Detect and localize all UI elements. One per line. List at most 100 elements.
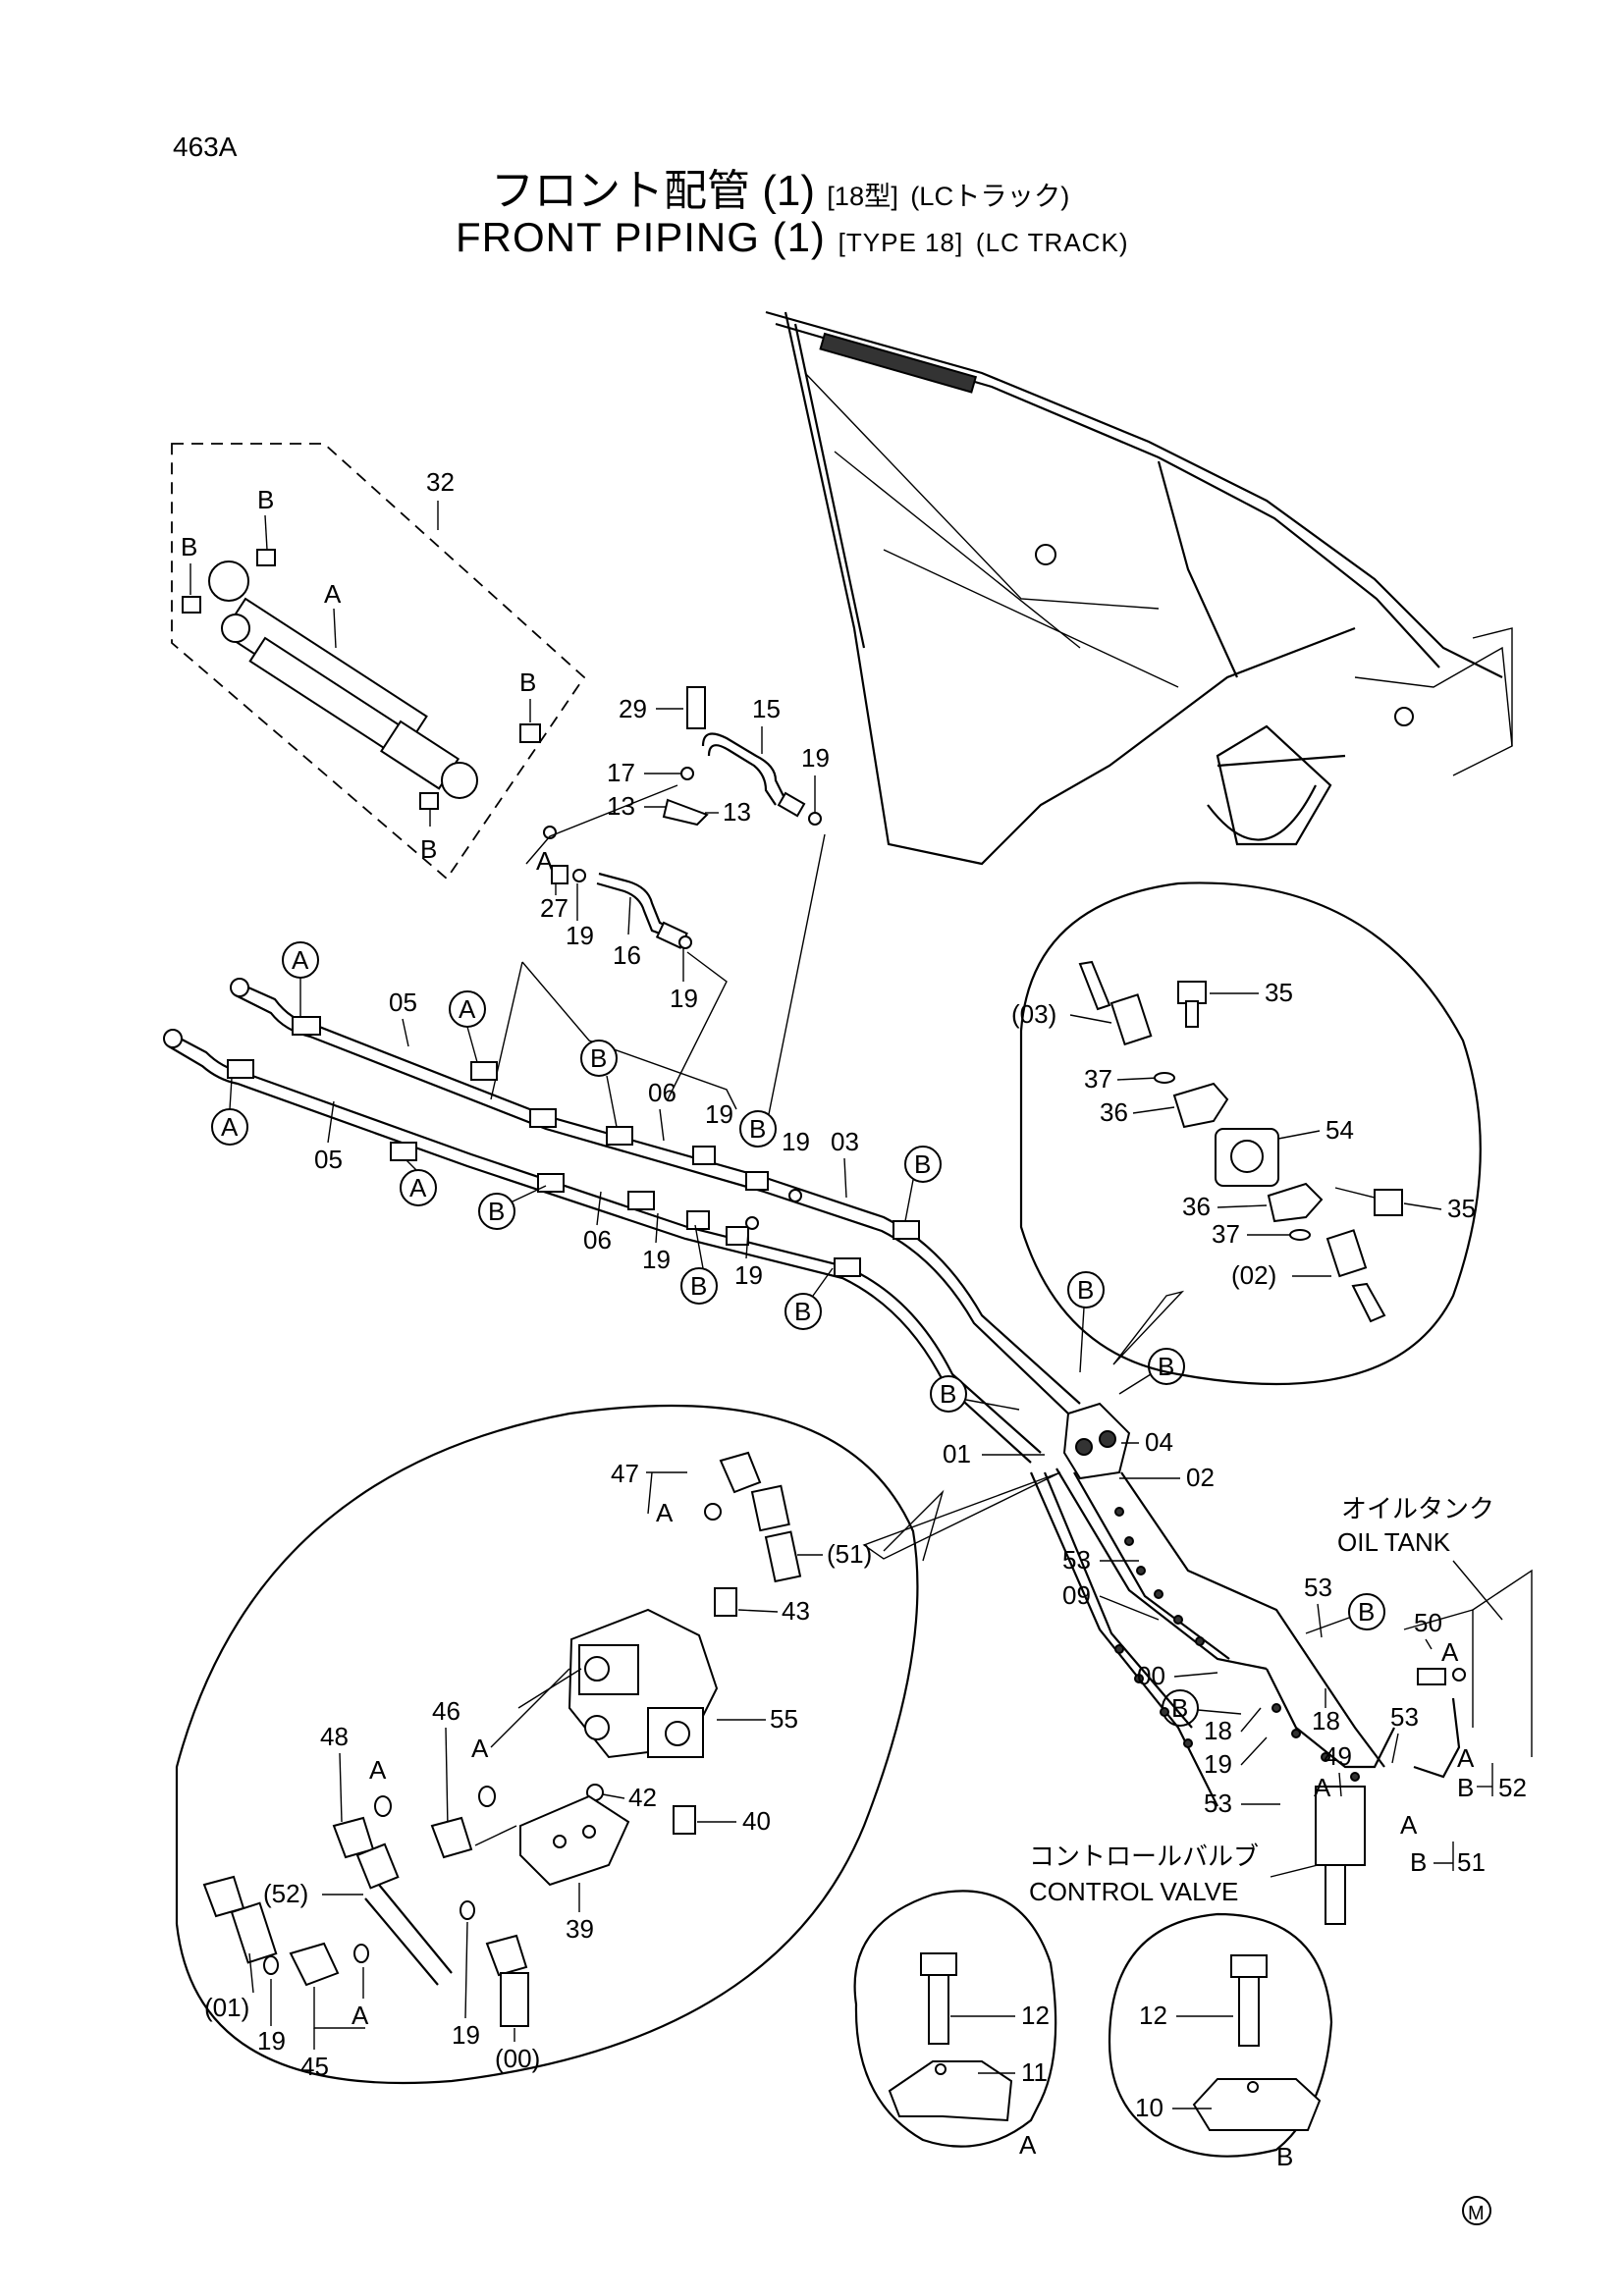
page-title-jp: フロント配管 (1) [18型] (LCトラック) [491, 155, 1069, 218]
label-15: 15 [752, 694, 781, 723]
label-01-inset: (01) [204, 1993, 249, 2022]
label-18-a: 18 [1204, 1716, 1232, 1745]
label-05-a: 05 [389, 988, 417, 1017]
callout-B-2: B [749, 1114, 766, 1144]
label-04: 04 [1145, 1427, 1173, 1457]
boom-illustration [765, 310, 1513, 866]
label-12-a: 12 [1021, 2001, 1050, 2030]
callout-A-4: A [409, 1173, 427, 1202]
label-47: 47 [611, 1459, 639, 1488]
label-18-b: 18 [1312, 1706, 1340, 1735]
label-A-valve1: A [1314, 1773, 1331, 1802]
label-A-valve2: A [1400, 1810, 1418, 1840]
label-A-50: A [1441, 1637, 1459, 1667]
label-02-inset: (02) [1231, 1260, 1276, 1290]
label-B-3: B [519, 667, 536, 697]
label-29: 29 [619, 694, 647, 723]
label-A-cyl: A [324, 579, 342, 609]
label-A-52: A [1457, 1743, 1475, 1773]
oil-tank-jp: オイルタンク [1341, 1494, 1494, 1523]
label-13b: 13 [723, 797, 751, 827]
label-19-f: 19 [642, 1245, 671, 1274]
label-52: 52 [1498, 1773, 1527, 1802]
label-16: 16 [613, 940, 641, 970]
label-49: 49 [1324, 1741, 1352, 1771]
callout-B-1: B [590, 1043, 607, 1073]
label-53-a: 53 [1062, 1545, 1091, 1575]
title-jp-type: [18型] [827, 181, 898, 211]
callout-B-7: B [1077, 1275, 1094, 1305]
callout-B-5: B [690, 1271, 707, 1301]
label-A-47: A [656, 1498, 674, 1527]
label-A-detail: A [1019, 2130, 1037, 2160]
label-05-b: 05 [314, 1145, 343, 1174]
callout-A-2: A [459, 994, 476, 1024]
label-37-b: 37 [1212, 1219, 1240, 1249]
label-11: 11 [1021, 2057, 1048, 2087]
label-48: 48 [320, 1722, 349, 1751]
label-B-detail: B [1276, 2142, 1293, 2171]
control-valve-jp: コントロールバルブ [1029, 1842, 1259, 1871]
label-19-e: 19 [782, 1127, 810, 1156]
label-B-52: B [1457, 1773, 1474, 1802]
label-19-d: 19 [705, 1099, 733, 1129]
label-42: 42 [628, 1783, 657, 1812]
label-37-a: 37 [1084, 1064, 1112, 1094]
label-02: 02 [1186, 1463, 1215, 1492]
label-A-45: A [352, 2001, 369, 2030]
callout-B-11: B [1171, 1693, 1188, 1723]
label-06-a: 06 [648, 1078, 676, 1107]
label-A-pipe: A [536, 846, 554, 876]
label-40: 40 [742, 1806, 771, 1836]
detail-55: 47 A (51) 43 55 48 A 46 A 42 40 [175, 1404, 1061, 2085]
label-B-1: B [257, 485, 274, 514]
label-53-c: 53 [1390, 1702, 1419, 1732]
label-B-valve: B [1410, 1847, 1427, 1877]
label-10: 10 [1135, 2093, 1163, 2122]
label-19-c: 19 [670, 984, 698, 1013]
label-53-d: 53 [1204, 1789, 1232, 1818]
label-00-inset: (00) [495, 2044, 540, 2073]
label-B-2: B [181, 532, 197, 561]
label-00: 00 [1137, 1661, 1165, 1690]
label-19-b: 19 [566, 921, 594, 950]
oil-tank-en: OIL TANK [1337, 1527, 1451, 1557]
label-51: 51 [1457, 1847, 1486, 1877]
m-mark: M [1462, 2196, 1491, 2225]
title-jp-track: (LCトラック) [910, 181, 1070, 211]
title-en-type: [TYPE 18] [838, 228, 964, 257]
callout-B-8: B [1158, 1352, 1174, 1381]
callout-markers: A A A A B B B B B B B B B [211, 941, 1385, 1727]
label-19-h: 19 [1204, 1749, 1232, 1779]
m-mark-letter: M [1468, 2203, 1485, 2224]
label-50: 50 [1414, 1608, 1442, 1637]
title-en-main: FRONT PIPING (1) [456, 214, 826, 260]
callout-B-10: B [1358, 1597, 1375, 1627]
label-19-inset-a: 19 [257, 2026, 286, 2056]
upper-pipes: 29 15 19 17 13 13 A 27 19 16 19 [490, 686, 830, 1130]
page-title-en: FRONT PIPING (1) [TYPE 18] (LC TRACK) [456, 214, 1129, 261]
label-36-b: 36 [1182, 1192, 1211, 1221]
cylinder-kit-box: 32 B B A B B [171, 443, 586, 881]
cylinder-part [208, 561, 478, 799]
label-52-inset: (52) [263, 1879, 308, 1908]
callout-B-6: B [794, 1297, 811, 1326]
label-13a: 13 [607, 791, 635, 821]
detail-54: (03) 35 37 36 54 36 37 35 (02) [1011, 881, 1482, 1386]
label-36-a: 36 [1100, 1097, 1128, 1127]
detail-A-clamp: 12 11 A [853, 1890, 1057, 2160]
label-17: 17 [607, 758, 635, 787]
title-en-track: (LC TRACK) [975, 228, 1129, 257]
label-54: 54 [1325, 1115, 1354, 1145]
label-19-a: 19 [801, 743, 830, 773]
callout-B-9: B [940, 1379, 956, 1409]
label-B-4: B [420, 834, 437, 864]
label-55: 55 [770, 1704, 798, 1734]
label-19-inset-b: 19 [452, 2020, 480, 2050]
label-03: 03 [831, 1127, 859, 1156]
label-53-b: 53 [1304, 1573, 1332, 1602]
page-code: 463A [173, 132, 238, 162]
label-43: 43 [782, 1596, 810, 1626]
label-A-46: A [471, 1734, 489, 1763]
